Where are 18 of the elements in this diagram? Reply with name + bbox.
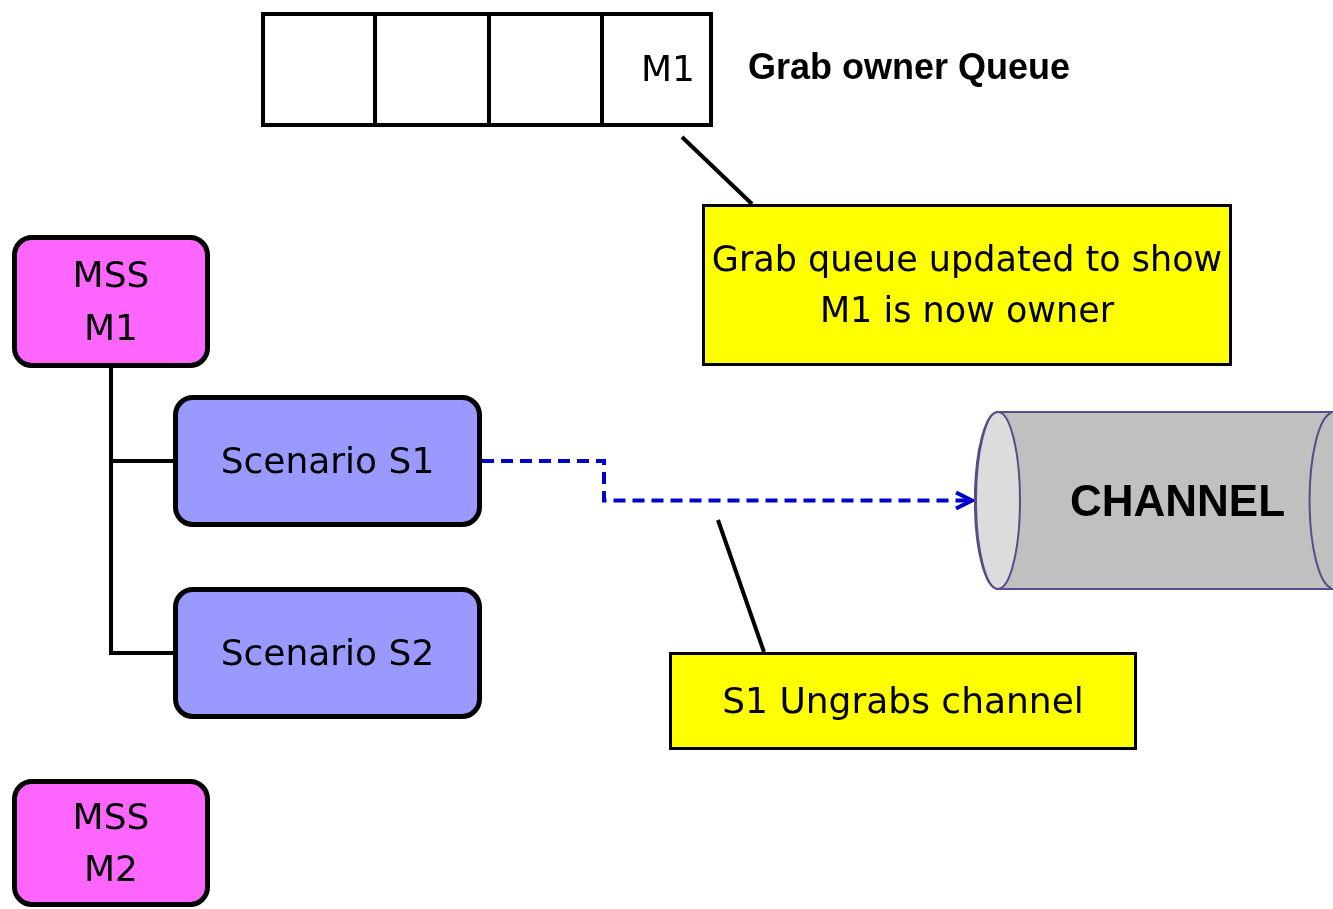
queue-title: Grab owner Queue	[748, 46, 1071, 88]
process-box	[173, 395, 482, 527]
callout-text: S1 Ungrabs channel	[722, 678, 1084, 723]
box-label: MSS M2	[71, 794, 151, 891]
callout-box	[702, 204, 1232, 366]
process-box	[12, 779, 210, 907]
process-box	[12, 235, 210, 368]
box-label: Scenario S1	[220, 438, 435, 483]
box-label: CHANNEL	[1069, 474, 1286, 527]
box-label: Scenario S2	[220, 630, 435, 675]
process-box	[173, 587, 482, 719]
callout-text: Grab queue updated to show M1 is now owner	[710, 238, 1224, 332]
leader-line	[680, 135, 754, 206]
box-label: MSS M1	[71, 253, 151, 350]
arrow	[482, 459, 974, 511]
leader-line	[716, 519, 766, 653]
callout-box	[669, 652, 1137, 750]
box-label: M1	[641, 47, 695, 92]
